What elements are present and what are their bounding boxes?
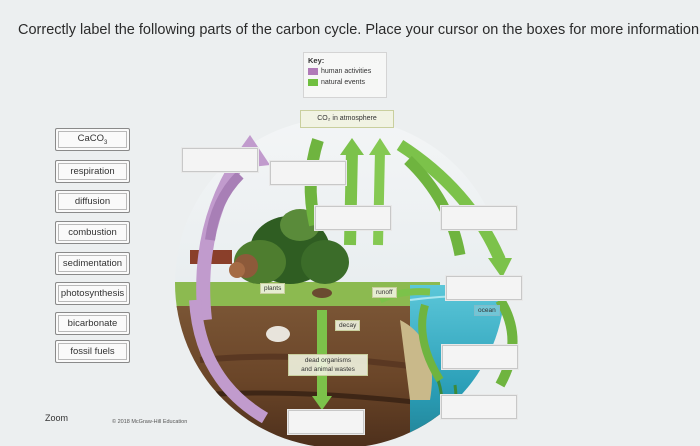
drop-box-5[interactable] xyxy=(446,276,522,300)
drop-box-3[interactable] xyxy=(315,206,391,230)
dead-line-2: and animal wastes xyxy=(301,366,355,373)
label-fossil-fuels[interactable]: fossil fuels xyxy=(55,340,130,363)
arrow-head xyxy=(340,138,364,155)
legend-key: Key: human activities natural events xyxy=(303,52,387,98)
skull xyxy=(266,326,290,342)
dead-line-1: dead organisms xyxy=(304,357,352,364)
drop-box-1[interactable] xyxy=(182,148,258,172)
diffusion-arrow xyxy=(396,139,506,263)
drop-box-6[interactable] xyxy=(442,345,518,369)
animal xyxy=(312,288,332,298)
key-natural-text: natural events xyxy=(321,79,365,86)
key-row-natural: natural events xyxy=(308,79,365,86)
drop-box-4[interactable] xyxy=(441,206,517,230)
label-diffusion[interactable]: diffusion xyxy=(55,190,130,213)
arrow-head xyxy=(369,138,391,155)
caco3-text: CaCO3 xyxy=(77,133,108,146)
ocean-cycle-arrow xyxy=(418,303,444,383)
key-human-text: human activities xyxy=(321,68,372,75)
drop-box-2[interactable] xyxy=(270,161,346,185)
ocean-release-arrow xyxy=(404,156,466,257)
arrow-head xyxy=(488,258,512,278)
runoff-arrow xyxy=(378,288,431,304)
respiration-arrow xyxy=(344,149,358,246)
shoreline xyxy=(400,320,432,400)
fossil-fuel-arrow xyxy=(189,299,269,424)
dead-organisms-tag: dead organisms and animal wastes xyxy=(288,354,368,376)
ocean-tag: ocean xyxy=(474,305,500,316)
copyright-text: © 2018 McGraw-Hill Education xyxy=(112,419,188,425)
drop-box-7[interactable] xyxy=(441,395,517,419)
tree-canopy xyxy=(301,240,349,284)
co2-atmosphere-tag: CO₂ in atmosphere xyxy=(300,110,394,128)
human-swatch xyxy=(308,68,318,75)
key-title: Key: xyxy=(308,56,325,65)
decay-tag: decay xyxy=(335,320,361,331)
label-caco3[interactable]: CaCO3 xyxy=(55,128,130,151)
plants-tag: plants xyxy=(260,283,286,294)
arrow-head xyxy=(312,396,332,410)
key-row-human: human activities xyxy=(308,68,371,75)
instruction-text: Correctly label the following parts of t… xyxy=(18,22,700,38)
label-respiration[interactable]: respiration xyxy=(55,160,130,183)
respiration-arrow-2 xyxy=(373,149,385,246)
human-arrow xyxy=(205,171,244,241)
ocean-sediment-arrow xyxy=(495,297,518,388)
label-photosynthesis[interactable]: photosynthesis xyxy=(55,282,130,305)
log-pile xyxy=(229,262,245,278)
zoom-button[interactable]: Zoom xyxy=(45,413,69,423)
label-bicarbonate[interactable]: bicarbonate xyxy=(55,312,130,335)
drop-box-8[interactable] xyxy=(288,410,364,434)
label-sedimentation[interactable]: sedimentation xyxy=(55,252,130,275)
natural-swatch xyxy=(308,79,318,86)
runoff-tag: runoff xyxy=(372,287,397,298)
label-combustion[interactable]: combustion xyxy=(55,221,130,244)
